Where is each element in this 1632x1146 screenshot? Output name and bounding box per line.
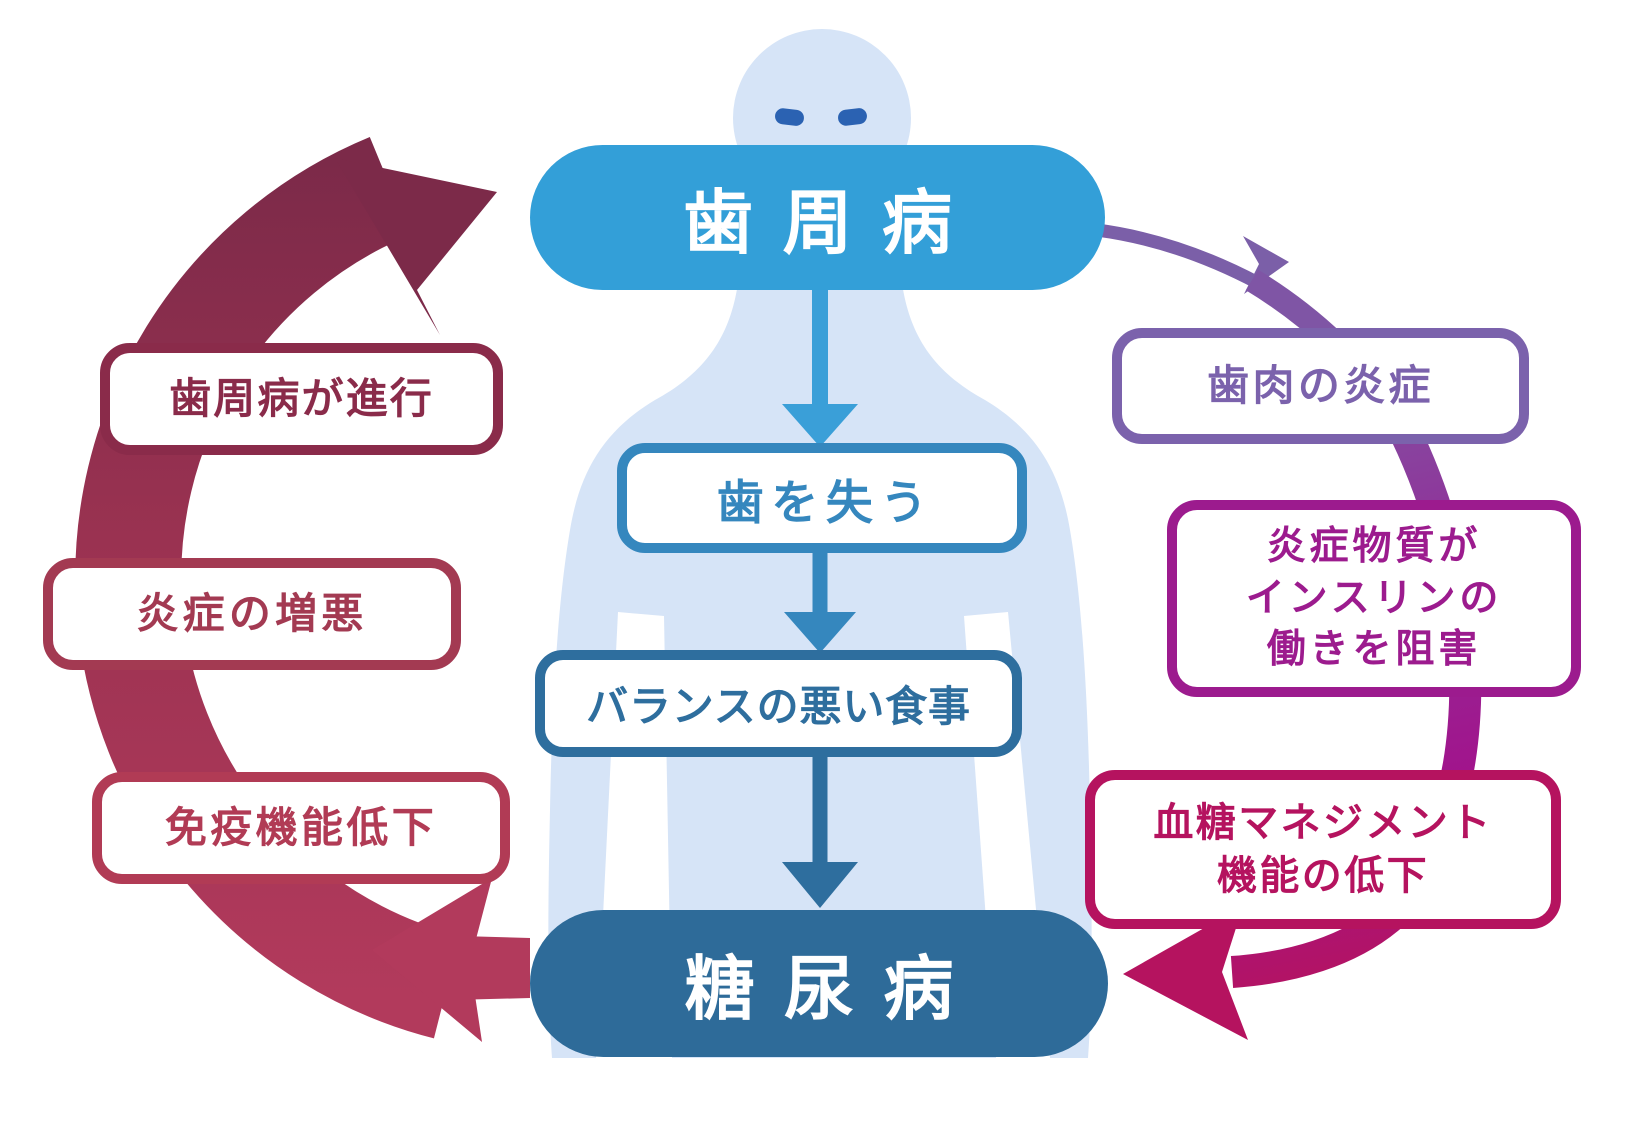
left-cycle-start-arrowhead-icon bbox=[372, 878, 492, 1042]
center-arrow-3-head-icon bbox=[782, 862, 858, 908]
eye-right-icon bbox=[838, 108, 867, 126]
left-cycle-box-inflammation-worsens: 炎症の増悪 bbox=[43, 558, 461, 670]
right-cycle-box-3-line-2: 機能の低下 bbox=[1217, 853, 1429, 898]
right-cycle-box-gum-inflammation: 歯肉の炎症 bbox=[1112, 328, 1529, 444]
right-cycle-box-2-line-3: 働きを阻害 bbox=[1266, 628, 1482, 672]
right-cycle-box-2-line-2: インスリンの bbox=[1245, 576, 1503, 620]
right-cycle-box-inflammatory-substances-inhibit-insulin: 炎症物質が インスリンの 働きを阻害 bbox=[1167, 500, 1581, 697]
left-cycle-box-periodontal-progresses: 歯周病が進行 bbox=[100, 343, 503, 455]
eye-left-icon bbox=[775, 108, 804, 126]
step-unbalanced-diet: バランスの悪い食事 bbox=[535, 650, 1022, 757]
step-unbalanced-diet-label: バランスの悪い食事 bbox=[586, 683, 971, 730]
right-cycle-box-3-line-1: 血糖マネジメント bbox=[1153, 800, 1493, 845]
right-cycle-box-2-line-1: 炎症物質が bbox=[1266, 525, 1482, 569]
node-periodontal-disease: 歯周病 bbox=[530, 145, 1105, 290]
center-arrow-1-head-icon bbox=[782, 404, 858, 447]
step-lose-teeth: 歯を失う bbox=[617, 443, 1027, 553]
step-lose-teeth-label: 歯を失う bbox=[716, 475, 935, 529]
node-diabetes: 糖尿病 bbox=[530, 910, 1108, 1057]
center-arrow-2-head-icon bbox=[784, 612, 856, 653]
node-periodontal-disease-label: 歯周病 bbox=[683, 184, 982, 262]
left-cycle-top-arrowhead-icon bbox=[335, 158, 497, 335]
left-cycle-box-2-label: 炎症の増悪 bbox=[136, 590, 368, 638]
left-cycle-box-1-label: 歯周病が進行 bbox=[169, 375, 434, 423]
right-cycle-end-arrowhead-icon bbox=[1123, 906, 1248, 1040]
right-cycle-arc-start bbox=[1090, 223, 1265, 290]
left-cycle-box-3-label: 免疫機能低下 bbox=[164, 804, 438, 852]
node-diabetes-label: 糖尿病 bbox=[684, 950, 983, 1028]
left-cycle-box-immune-function-decline: 免疫機能低下 bbox=[92, 772, 510, 884]
right-cycle-box-blood-glucose-management-decline: 血糖マネジメント 機能の低下 bbox=[1085, 770, 1561, 929]
right-cycle-box-1-label: 歯肉の炎症 bbox=[1207, 362, 1434, 410]
